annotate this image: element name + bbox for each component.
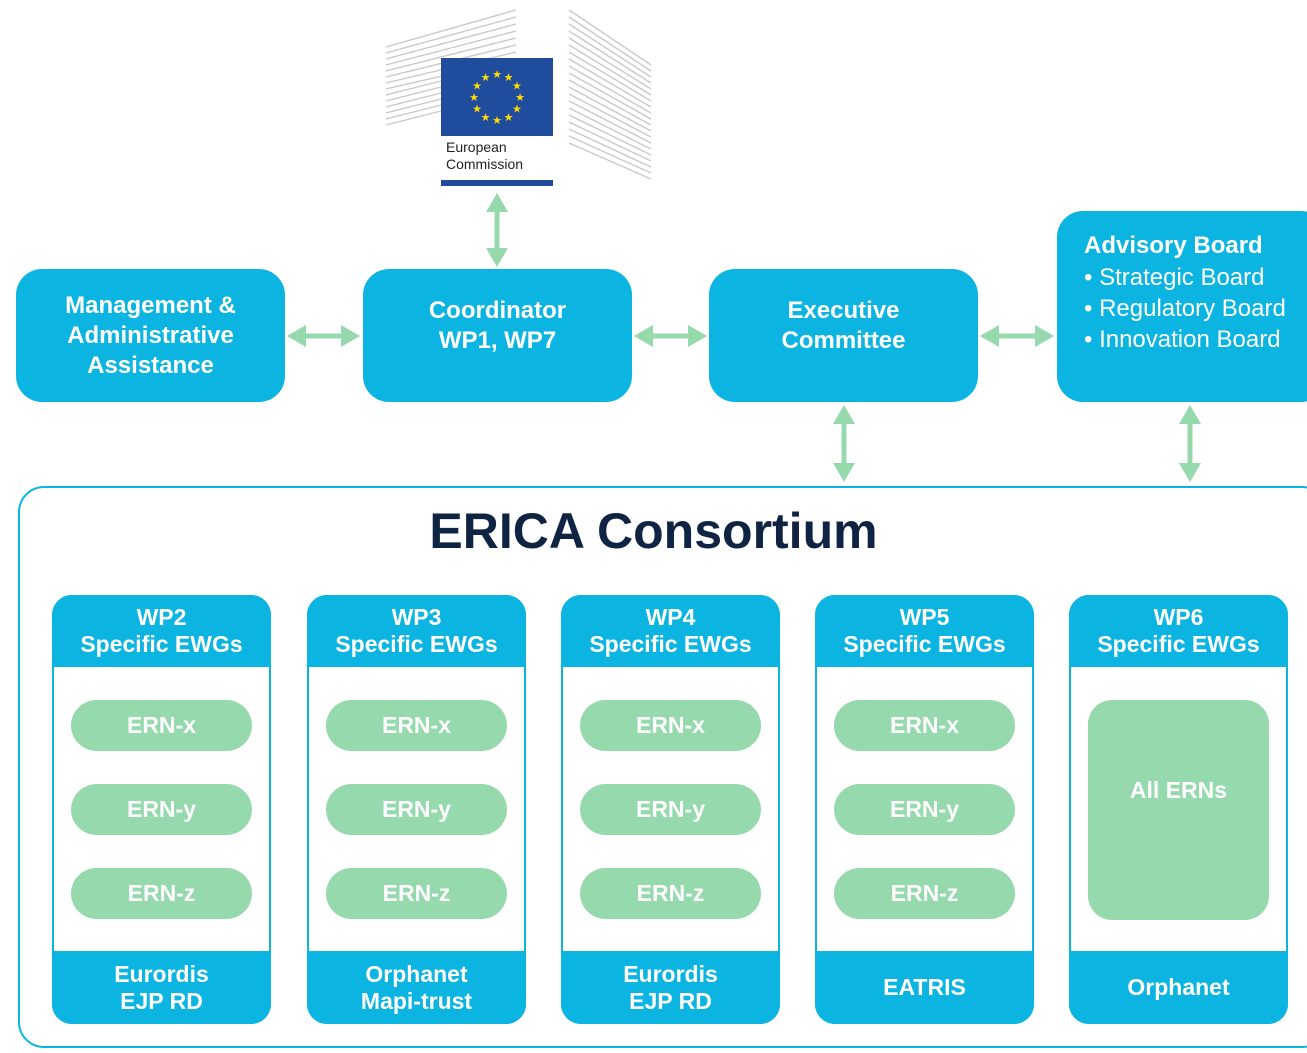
eu-star-icon: ★ (492, 69, 502, 81)
arrowhead-up-icon (833, 405, 855, 424)
wp-footer-line1: Eurordis (623, 960, 718, 987)
eu-star-icon: ★ (515, 92, 525, 104)
advisory-item: • Strategic Board (1084, 264, 1265, 291)
ern-pill: ERN-z (834, 868, 1015, 919)
wp-column-wp5: WP5 Specific EWGs ERN-x ERN-y ERN-z EATR… (815, 595, 1034, 1024)
ern-pill: ERN-z (326, 868, 507, 919)
wp-column-wp6: WP6 Specific EWGs All ERNs Orphanet (1069, 595, 1288, 1024)
coordinator-line1: Coordinator (428, 296, 567, 324)
executive-committee-box: Executive Committee (709, 269, 978, 402)
eu-star-icon: ★ (512, 104, 522, 116)
ern-pill: ERN-z (580, 868, 761, 919)
wp-footer-line1: Orphanet (365, 960, 468, 987)
ec-text-line2: Commission (446, 156, 524, 172)
wp-header: WP5 Specific EWGs (815, 595, 1034, 667)
wp-footer: EATRIS (815, 951, 1034, 1024)
arrowhead-down-icon (833, 463, 855, 482)
arrowhead-right-icon (341, 325, 360, 347)
wp-header-line1: WP5 (899, 604, 950, 630)
wp-header: WP6 Specific EWGs (1069, 595, 1288, 667)
wp-header-line2: Specific EWGs (335, 631, 498, 657)
eu-star-icon: ★ (481, 112, 491, 124)
arrowhead-left-icon (287, 325, 306, 347)
all-erns-block: All ERNs (1088, 700, 1269, 920)
arrowhead-down-icon (486, 248, 508, 267)
wp-header-line2: Specific EWGs (589, 631, 752, 657)
advisory-title: Advisory Board (1084, 232, 1263, 259)
consortium-title: ERICA Consortium (429, 503, 878, 559)
eu-star-icon: ★ (469, 92, 479, 104)
coordinator-line2: WP1, WP7 (438, 326, 557, 354)
wp-footer: Orphanet Mapi-trust (307, 951, 526, 1024)
executive-line2: Committee (781, 326, 906, 354)
wp-footer-line1: Eurordis (114, 960, 209, 987)
wp-header-line1: WP4 (645, 604, 696, 630)
management-line2: Administrative (67, 321, 234, 349)
eu-star-icon: ★ (472, 81, 482, 93)
wp-footer-line2: EJP RD (629, 987, 712, 1014)
wp-header-line2: Specific EWGs (80, 631, 243, 657)
eu-stars-icon: ★★★★★★★★★★★★ (469, 69, 525, 127)
wp-header: WP3 Specific EWGs (307, 595, 526, 667)
ern-pill: ERN-x (834, 700, 1015, 751)
european-commission-logo (385, 5, 652, 191)
ec-logo-text: European Commission (446, 139, 523, 173)
eu-star-icon: ★ (492, 115, 502, 127)
ern-pill: ERN-x (326, 700, 507, 751)
wp-footer-line1: Orphanet (1127, 974, 1230, 1000)
wp-header: WP2 Specific EWGs (52, 595, 271, 667)
wp-column-wp4: WP4 Specific EWGs ERN-x ERN-y ERN-z Euro… (561, 595, 780, 1024)
eu-star-icon: ★ (481, 72, 491, 84)
arrowhead-up-icon (486, 193, 508, 212)
wp-column-wp2: WP2 Specific EWGs ERN-x ERN-y ERN-z Euro… (52, 595, 271, 1024)
wp-header-line2: Specific EWGs (1097, 631, 1260, 657)
arrowhead-down-icon (1179, 463, 1201, 482)
advisory-item: • Regulatory Board (1084, 295, 1286, 322)
management-box: Management & Administrative Assistance (16, 269, 285, 402)
wp-header-line1: WP3 (391, 604, 442, 630)
ern-pill: ERN-y (326, 784, 507, 835)
executive-line1: Executive (787, 296, 900, 324)
eu-star-icon: ★ (512, 81, 522, 93)
arrowhead-right-icon (688, 325, 707, 347)
wp-footer: Eurordis EJP RD (52, 951, 271, 1024)
coordinator-box: Coordinator WP1, WP7 (363, 269, 632, 402)
wp-header-line1: WP6 (1153, 604, 1204, 630)
wp-column-wp3: WP3 Specific EWGs ERN-x ERN-y ERN-z Orph… (307, 595, 526, 1024)
eu-flag-icon: ★★★★★★★★★★★★ (441, 58, 553, 136)
ec-building-icon (385, 9, 652, 180)
wp-header-line2: Specific EWGs (843, 631, 1006, 657)
arrowhead-right-icon (1035, 325, 1054, 347)
ec-logo-bar (441, 180, 553, 186)
arrowhead-left-icon (634, 325, 653, 347)
management-line3: Assistance (87, 351, 214, 379)
ern-pill: ERN-y (580, 784, 761, 835)
erica-consortium-frame (18, 486, 1307, 1048)
wp-footer: Orphanet (1069, 951, 1288, 1024)
ec-text-line1: European (446, 139, 507, 155)
wp-header-line1: WP2 (136, 604, 187, 630)
advisory-board-box: Advisory Board • Strategic Board • Regul… (1057, 211, 1307, 402)
ern-pill: ERN-x (580, 700, 761, 751)
wp-footer-line2: EJP RD (120, 987, 203, 1014)
ern-pill: ERN-y (71, 784, 252, 835)
ern-pill: ERN-z (71, 868, 252, 919)
arrowhead-left-icon (980, 325, 999, 347)
management-line1: Management & (65, 291, 236, 319)
wp-footer-line1: EATRIS (883, 974, 966, 1000)
wp-footer-line2: Mapi-trust (360, 987, 473, 1014)
eu-star-icon: ★ (472, 104, 482, 116)
ern-pill: ERN-x (71, 700, 252, 751)
eu-star-icon: ★ (504, 72, 514, 84)
ern-pill: ERN-y (834, 784, 1015, 835)
advisory-item: • Innovation Board (1084, 326, 1281, 353)
wp-footer: Eurordis EJP RD (561, 951, 780, 1024)
arrowhead-up-icon (1179, 405, 1201, 424)
wp-header: WP4 Specific EWGs (561, 595, 780, 667)
eu-star-icon: ★ (504, 112, 514, 124)
